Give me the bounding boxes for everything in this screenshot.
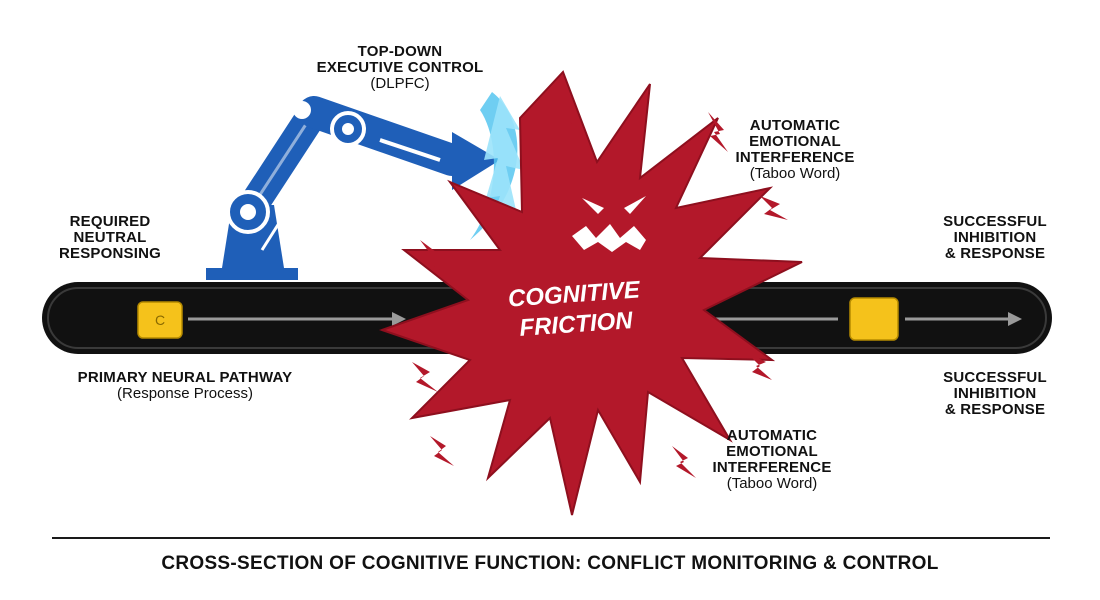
required-responding-label: REQUIRED NEUTRAL RESPONSING bbox=[40, 214, 180, 262]
interference-bottom-sub: (Taboo Word) bbox=[726, 475, 818, 492]
starburst-icon bbox=[378, 70, 803, 516]
executive-control-line2: EXECUTIVE CONTROL bbox=[316, 59, 484, 76]
interference-label-bottom: AUTOMATIC EMOTIONAL INTERFERENCE (Taboo … bbox=[692, 428, 852, 492]
required-responding-text: REQUIRED NEUTRAL RESPONSING bbox=[58, 213, 162, 262]
gear-icon bbox=[226, 111, 366, 234]
interference-top-line2: EMOTIONAL bbox=[749, 133, 841, 150]
interference-top-sub: (Taboo Word) bbox=[749, 165, 841, 182]
interference-bottom-line3: INTERFERENCE bbox=[712, 459, 832, 476]
executive-control-sub: (DLPFC) bbox=[370, 75, 430, 92]
shield-burst-icon bbox=[470, 92, 524, 240]
title-divider bbox=[52, 537, 1050, 539]
success-top-text: SUCCESSFUL INHIBITION & RESPONSE bbox=[943, 213, 1047, 262]
output-token bbox=[849, 297, 899, 341]
diagram-title: CROSS-SECTION OF COGNITIVE FUNCTION: CON… bbox=[161, 553, 939, 574]
lightning-icon bbox=[412, 90, 788, 478]
angry-face-icon bbox=[572, 196, 646, 252]
executive-control-line1: TOP-DOWN bbox=[357, 43, 443, 60]
pathway-title: PRIMARY NEURAL PATHWAY bbox=[77, 369, 293, 386]
input-token bbox=[137, 301, 183, 339]
pathway-label: PRIMARY NEURAL PATHWAY (Response Process… bbox=[60, 370, 310, 402]
success-label-top: SUCCESSFUL INHIBITION & RESPONSE bbox=[920, 214, 1070, 262]
input-token-label: C bbox=[154, 312, 166, 328]
interference-bottom-line1: AUTOMATIC bbox=[726, 427, 818, 444]
executive-control-label: TOP-DOWN EXECUTIVE CONTROL (DLPFC) bbox=[280, 44, 520, 92]
pathway-arrow-right bbox=[705, 312, 1022, 326]
interference-label-top: AUTOMATIC EMOTIONAL INTERFERENCE (Taboo … bbox=[715, 118, 875, 182]
pathway-arrow-left bbox=[188, 312, 406, 326]
interference-top-line3: INTERFERENCE bbox=[735, 149, 855, 166]
pathway-sub: (Response Process) bbox=[117, 385, 253, 402]
success-bottom-text: SUCCESSFUL INHIBITION & RESPONSE bbox=[943, 369, 1047, 418]
interference-bottom-line2: EMOTIONAL bbox=[726, 443, 818, 460]
interference-top-line1: AUTOMATIC bbox=[749, 117, 841, 134]
cognitive-friction-label: COGNITIVE FRICTION bbox=[503, 275, 647, 345]
success-label-bottom: SUCCESSFUL INHIBITION & RESPONSE bbox=[920, 370, 1070, 418]
